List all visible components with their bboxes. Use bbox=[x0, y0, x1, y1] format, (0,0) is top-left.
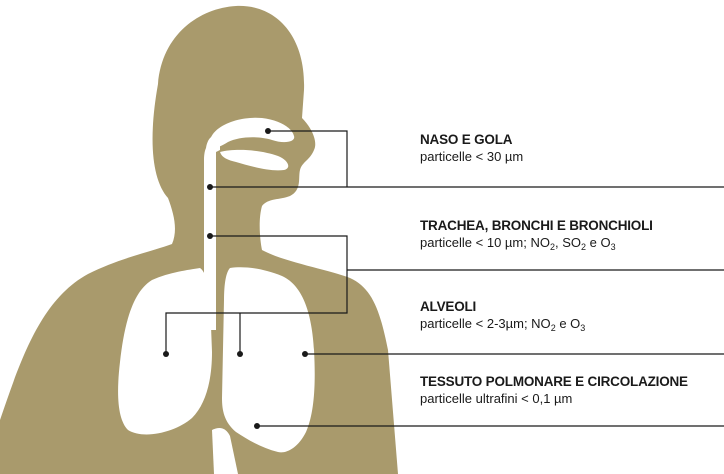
dot-trachea bbox=[207, 233, 213, 239]
label-naso-e-gola: NASO E GOLA particelle < 30 µm bbox=[420, 131, 523, 165]
label-trachea-bronchi: TRACHEA, BRONCHI E BRONCHIOLI particelle… bbox=[420, 217, 653, 251]
dot-tissue bbox=[254, 423, 260, 429]
dot-throat bbox=[207, 184, 213, 190]
label-tessuto-polmonare: TESSUTO POLMONARE E CIRCOLAZIONE partice… bbox=[420, 373, 688, 407]
alveoli-desc-part-b: e O bbox=[556, 316, 581, 331]
trachea-desc-part-a: particelle < 10 µm; NO bbox=[420, 235, 550, 250]
trachea-desc-part-c: e O bbox=[586, 235, 611, 250]
label-alveoli-title: ALVEOLI bbox=[420, 298, 585, 315]
label-naso-desc: particelle < 30 µm bbox=[420, 148, 523, 165]
right-lung bbox=[222, 267, 315, 452]
dot-nose bbox=[265, 128, 271, 134]
dot-bronchi-left bbox=[163, 351, 169, 357]
label-alveoli-desc: particelle < 2-3µm; NO2 e O3 bbox=[420, 315, 585, 332]
label-alveoli: ALVEOLI particelle < 2-3µm; NO2 e O3 bbox=[420, 298, 585, 332]
dot-alveoli bbox=[302, 351, 308, 357]
label-trachea-desc: particelle < 10 µm; NO2, SO2 e O3 bbox=[420, 234, 653, 251]
trachea-desc-part-b: , SO bbox=[555, 235, 581, 250]
trachea-sub-3: 3 bbox=[611, 242, 616, 252]
label-trachea-title: TRACHEA, BRONCHI E BRONCHIOLI bbox=[420, 217, 653, 234]
label-naso-title: NASO E GOLA bbox=[420, 131, 523, 148]
dot-bronchi-mid bbox=[237, 351, 243, 357]
label-tessuto-title: TESSUTO POLMONARE E CIRCOLAZIONE bbox=[420, 373, 688, 390]
label-tessuto-desc: particelle ultrafini < 0,1 µm bbox=[420, 390, 688, 407]
alveoli-desc-part-a: particelle < 2-3µm; NO bbox=[420, 316, 551, 331]
alveoli-sub-2: 3 bbox=[580, 323, 585, 333]
